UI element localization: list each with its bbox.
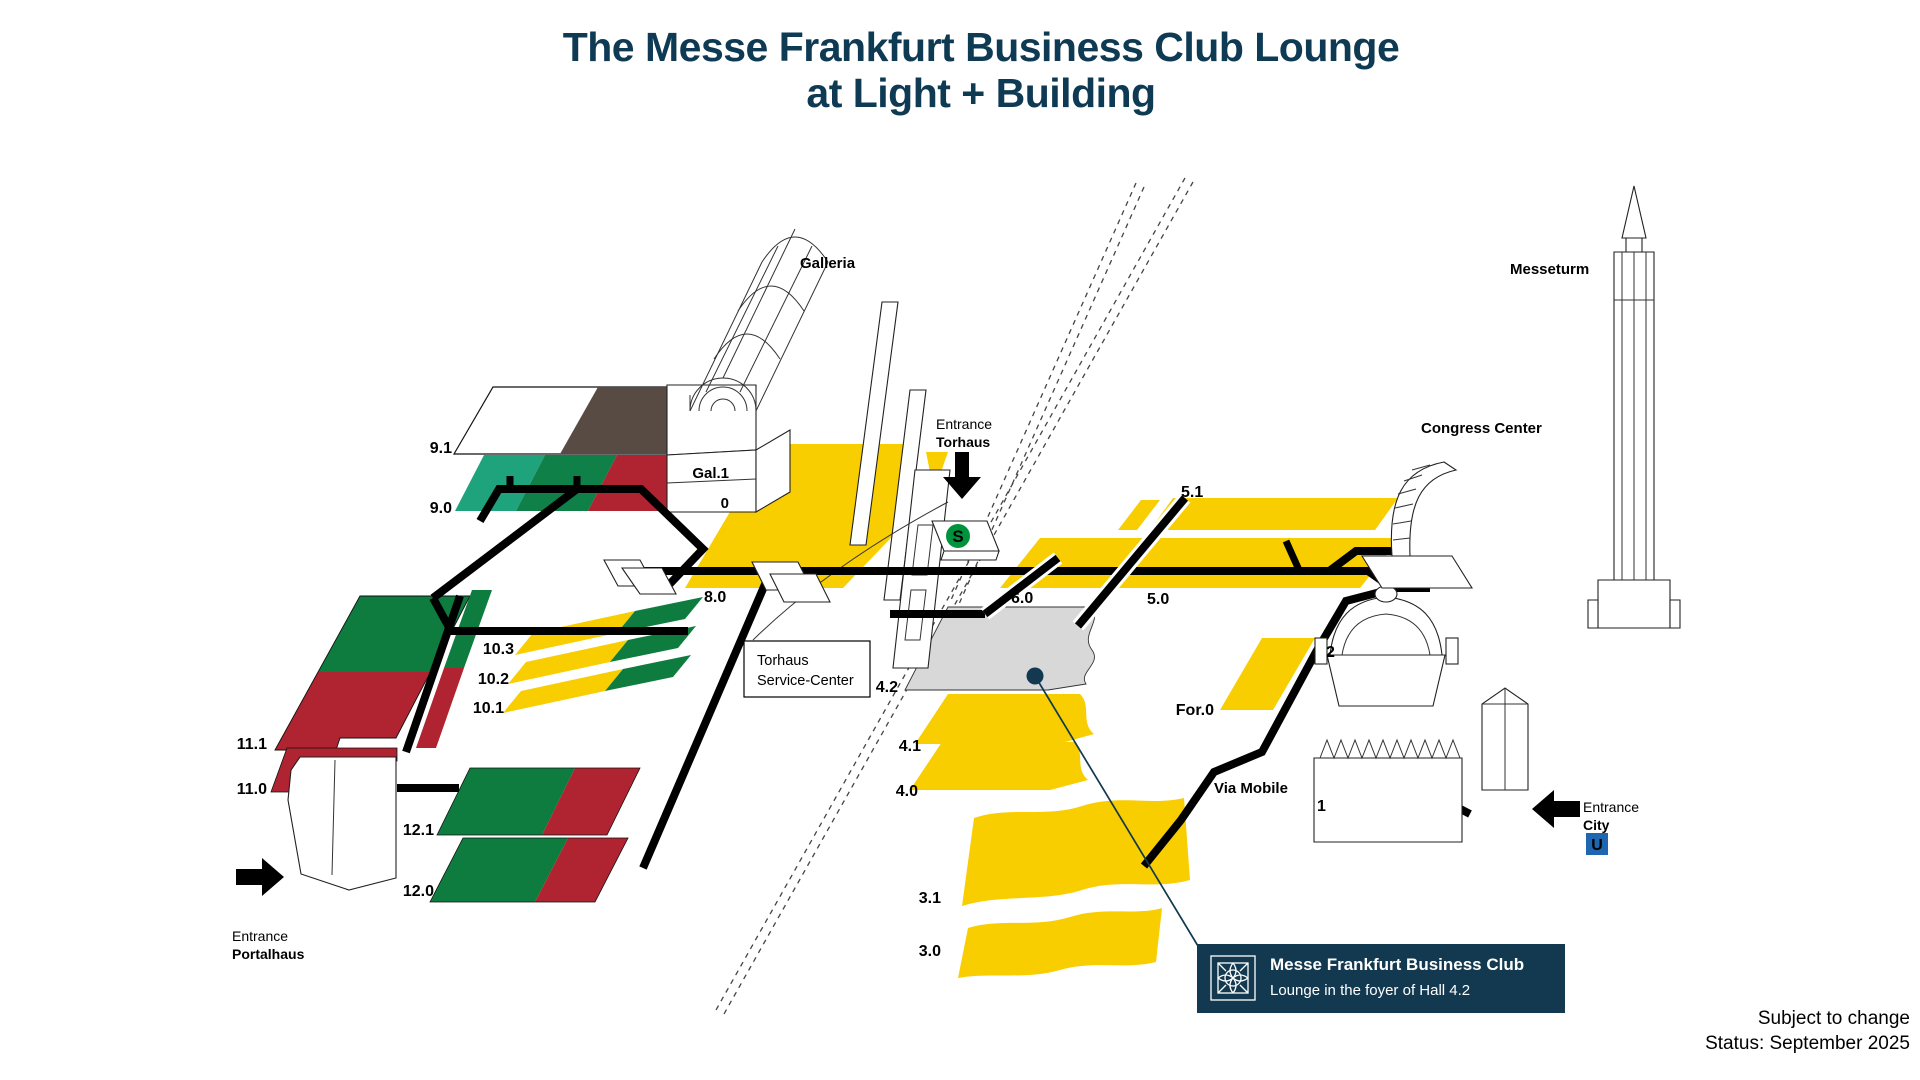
page-title: The Messe Frankfurt Business Club Lounge…	[21, 24, 1920, 116]
label-hall-1: 1	[1317, 798, 1326, 815]
entrance-city-arrow-icon	[1532, 790, 1580, 828]
label-hall-11-1: 11.1	[237, 736, 267, 753]
torhaus-service-center-label-line2: Service-Center	[757, 673, 854, 689]
label-hall-10-1: 10.1	[473, 700, 504, 717]
label-forum-0: For.0	[1176, 702, 1214, 719]
business-club-badge-title: Messe Frankfurt Business Club	[1270, 955, 1524, 974]
hall-3-0-shape	[958, 908, 1162, 978]
svg-text:S: S	[952, 527, 963, 546]
label-hall-8-0: 8.0	[704, 589, 726, 606]
halls-6-0-and-5-0-band	[1000, 538, 1400, 588]
sbahn-icon: S	[946, 524, 970, 548]
label-hall-3-0: 3.0	[919, 943, 941, 960]
congress-center-building	[1361, 461, 1473, 589]
label-hall-9-1: 9.1	[430, 440, 452, 457]
label-hall-4-1: 4.1	[899, 738, 921, 755]
label-hall-3-1: 3.1	[919, 890, 941, 907]
hall-12-0-shape	[429, 837, 629, 903]
business-club-badge-subtitle: Lounge in the foyer of Hall 4.2	[1270, 982, 1470, 999]
label-hall-6-0: 6.0	[1011, 590, 1033, 607]
entrance-portalhaus-arrow-icon	[236, 858, 284, 896]
page-title-line1: The Messe Frankfurt Business Club Lounge	[562, 24, 1400, 70]
business-club-logo-icon	[1210, 955, 1256, 1001]
label-hall-10-2: 10.2	[478, 671, 509, 688]
via-mobile-path	[1140, 584, 1398, 869]
hall-5-1-west-piece	[1118, 500, 1160, 530]
hall-9-1-shape	[452, 386, 668, 455]
ubahn-icon: U	[1586, 833, 1608, 855]
label-hall-10-3: 10.3	[483, 641, 514, 658]
label-messeturm: Messeturm	[1510, 261, 1589, 278]
hall-1-building	[1313, 738, 1463, 843]
torhaus-service-center-label-line1: Torhaus	[757, 653, 809, 669]
business-club-badge: Messe Frankfurt Business Club Lounge in …	[1197, 944, 1565, 1013]
hall-labels: 9.1 9.0 Gal.1 0 8.0 10.3 10.2 10.1 11.1 …	[237, 440, 1335, 960]
label-hall-4-2: 4.2	[876, 679, 898, 696]
entrance-labels: Entrance Torhaus Entrance Portalhaus Ent…	[232, 416, 1639, 962]
festhalle-building	[1314, 585, 1459, 707]
torhaus-service-center-box: Torhaus Service-Center	[743, 640, 871, 698]
label-hall-11-0: 11.0	[237, 781, 267, 798]
hall-4-1-shape	[915, 694, 1094, 744]
hall-11-1-shape	[274, 595, 471, 751]
label-entrance-city-line2: City	[1583, 817, 1610, 833]
label-hall-12-1: 12.1	[403, 822, 434, 839]
forum-0-shape	[1220, 638, 1315, 710]
service-ramps	[603, 559, 831, 603]
label-entrance-portalhaus-line2: Portalhaus	[232, 946, 305, 962]
label-hall-5-0: 5.0	[1147, 591, 1169, 608]
city-entrance-tower	[1481, 687, 1529, 791]
label-entrance-torhaus-line2: Torhaus	[936, 434, 990, 450]
entrance-torhaus-arrow-icon	[943, 452, 981, 499]
hall-10-1-shape	[503, 655, 691, 713]
svg-text:U: U	[1591, 837, 1603, 854]
lounge-leader-line	[1034, 675, 1199, 947]
label-hall-4-0: 4.0	[896, 783, 918, 800]
status-note: Subject to change Status: September 2025	[1705, 1006, 1910, 1056]
status-note-line2: Status: September 2025	[1705, 1033, 1910, 1054]
hall-5-1-shape	[1150, 498, 1398, 530]
label-hall-9-0: 9.0	[430, 500, 452, 517]
label-via-mobile: Via Mobile	[1214, 780, 1288, 797]
label-congress-center: Congress Center	[1421, 420, 1542, 437]
messeturm-building	[1587, 185, 1681, 629]
label-entrance-city-line1: Entrance	[1583, 799, 1639, 815]
status-note-line1: Subject to change	[1757, 1008, 1910, 1029]
hall-3-1-shape	[962, 798, 1190, 906]
label-galleria: Galleria	[800, 255, 856, 272]
hall-12-1-shape	[436, 767, 641, 836]
label-entrance-portalhaus-line1: Entrance	[232, 928, 288, 944]
portalhaus-building	[287, 756, 397, 891]
hall-8-0-shape	[685, 444, 908, 588]
page-title-line2: at Light + Building	[806, 70, 1156, 116]
galleria-building	[666, 228, 829, 513]
lounge-location-dot	[1026, 667, 1044, 685]
hall-4-0-shape	[910, 742, 1088, 790]
label-hall-12-0: 12.0	[403, 883, 434, 900]
label-entrance-torhaus-line1: Entrance	[936, 416, 992, 432]
place-labels: Galleria Messeturm Congress Center Via M…	[800, 255, 1589, 797]
label-gal-0: 0	[721, 495, 729, 512]
label-hall-5-1: 5.1	[1181, 484, 1203, 501]
label-gal-1: Gal.1	[692, 465, 729, 482]
label-hall-2: 2	[1326, 644, 1335, 661]
